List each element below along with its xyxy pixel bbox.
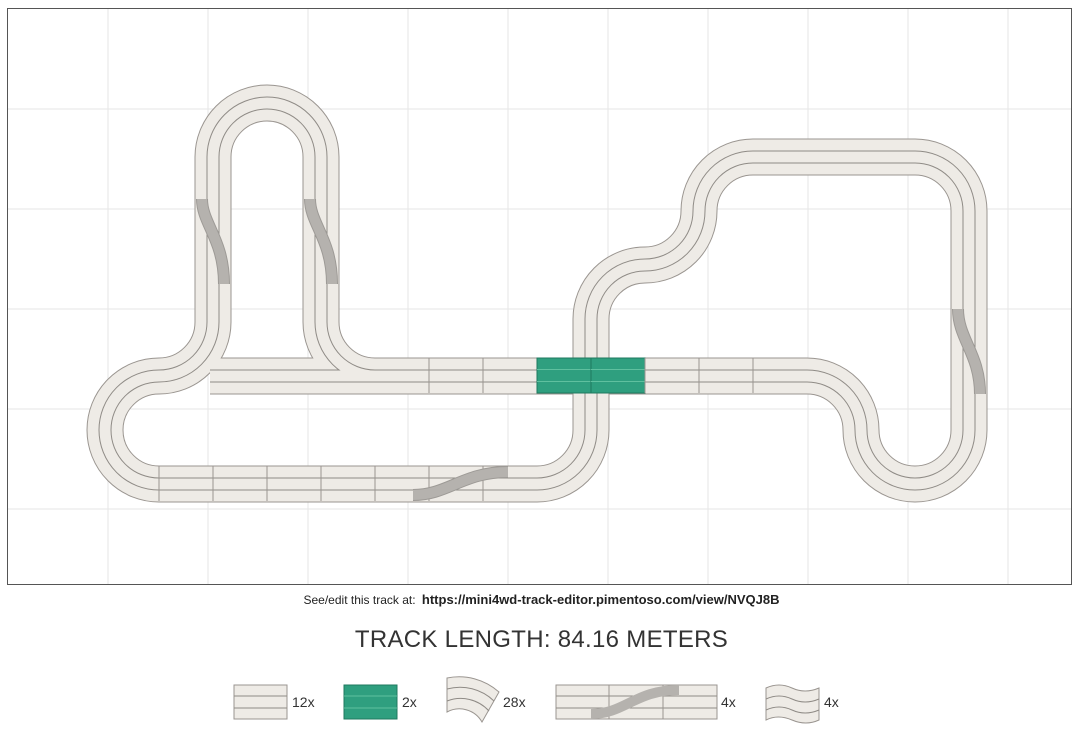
legend-item-highlighted-straight: 2x (343, 676, 433, 732)
highlighted-pieces (536, 357, 646, 394)
legend-count: 4x (824, 694, 839, 710)
highlighted-piece-icon (343, 684, 398, 720)
highlighted-straight (590, 357, 646, 394)
legend-item-lane-changer: 4x (555, 676, 745, 732)
segment-separators (158, 358, 754, 501)
wave-piece-icon (765, 684, 820, 724)
lane-changer (305, 198, 337, 285)
track-layout (8, 9, 1071, 584)
legend-count: 28x (503, 694, 526, 710)
legend-item-wave: 4x (765, 676, 855, 732)
legend-count: 2x (402, 694, 417, 710)
lane-changer (412, 467, 509, 500)
track-length-title: TRACK LENGTH: 84.16 METERS (354, 626, 729, 653)
highlighted-straight (536, 357, 592, 394)
track (86, 84, 988, 503)
piece-legend: 12x 2x 28x 4x 4 (0, 676, 1083, 732)
lane-changer (953, 308, 985, 395)
legend-count: 12x (292, 694, 315, 710)
legend-item-curve: 28x (446, 676, 546, 732)
lane-changers (196, 198, 986, 501)
legend-item-straight: 12x (233, 676, 323, 732)
lane-changer-piece-icon (555, 684, 718, 720)
track-url-link[interactable]: https://mini4wd-track-editor.pimentoso.c… (421, 592, 780, 607)
straight-piece-icon (233, 684, 288, 720)
track-canvas[interactable] (7, 8, 1072, 585)
legend-count: 4x (721, 694, 736, 710)
lane-changer (197, 198, 229, 285)
track-link-line: See/edit this track at: https://mini4wd-… (0, 592, 1083, 607)
link-label: See/edit this track at: (303, 593, 416, 607)
curve-piece-icon (446, 676, 500, 724)
center-lane (99, 97, 975, 490)
